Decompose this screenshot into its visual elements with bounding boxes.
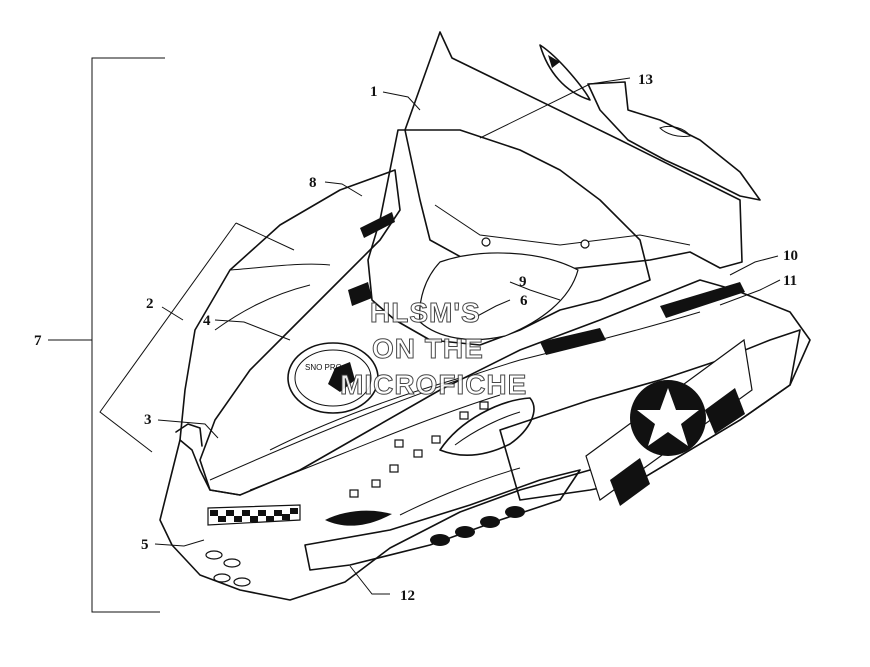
side-logo-12 — [304, 467, 581, 571]
callout-4: 4 — [203, 313, 211, 329]
svg-text:SNO PRO: SNO PRO — [305, 363, 342, 372]
bracket-7 — [48, 57, 165, 613]
deflector-13 — [539, 44, 761, 201]
stripe-decal-10 — [269, 212, 745, 451]
windshield — [404, 31, 743, 271]
hood-stripe-3 — [175, 423, 241, 496]
callout-3: 3 — [144, 412, 152, 428]
hood — [159, 129, 811, 601]
callout-9: 9 — [519, 274, 527, 290]
callout-10: 10 — [783, 248, 798, 264]
nose-vents — [205, 550, 251, 587]
side-panel-11 — [499, 329, 801, 506]
callout-1: 1 — [370, 84, 378, 100]
callout-7: 7 — [34, 333, 42, 349]
hood-scoop-6 — [349, 397, 535, 498]
watermark-line-3: MICROFICHE — [340, 369, 527, 400]
callout-8: 8 — [309, 175, 317, 191]
round-decal-4: SNO PRO — [287, 342, 379, 414]
callout-5: 5 — [141, 537, 149, 553]
watermark-line-2: ON THE — [372, 333, 484, 364]
callout-6: 6 — [520, 293, 528, 309]
watermark-line-1: HLSM'S — [370, 297, 481, 328]
callout-11: 11 — [783, 273, 797, 289]
watermark: HLSM'S ON THE MICROFICHE — [340, 297, 527, 401]
checkered-decal-5 — [207, 504, 301, 526]
callout-labels: 1 2 3 4 5 6 7 8 9 10 11 12 13 — [34, 72, 798, 604]
bracket-2 — [99, 222, 295, 453]
leader-lines — [154, 77, 781, 595]
callout-13: 13 — [638, 72, 653, 88]
callout-2: 2 — [146, 296, 154, 312]
callout-12: 12 — [400, 588, 415, 604]
